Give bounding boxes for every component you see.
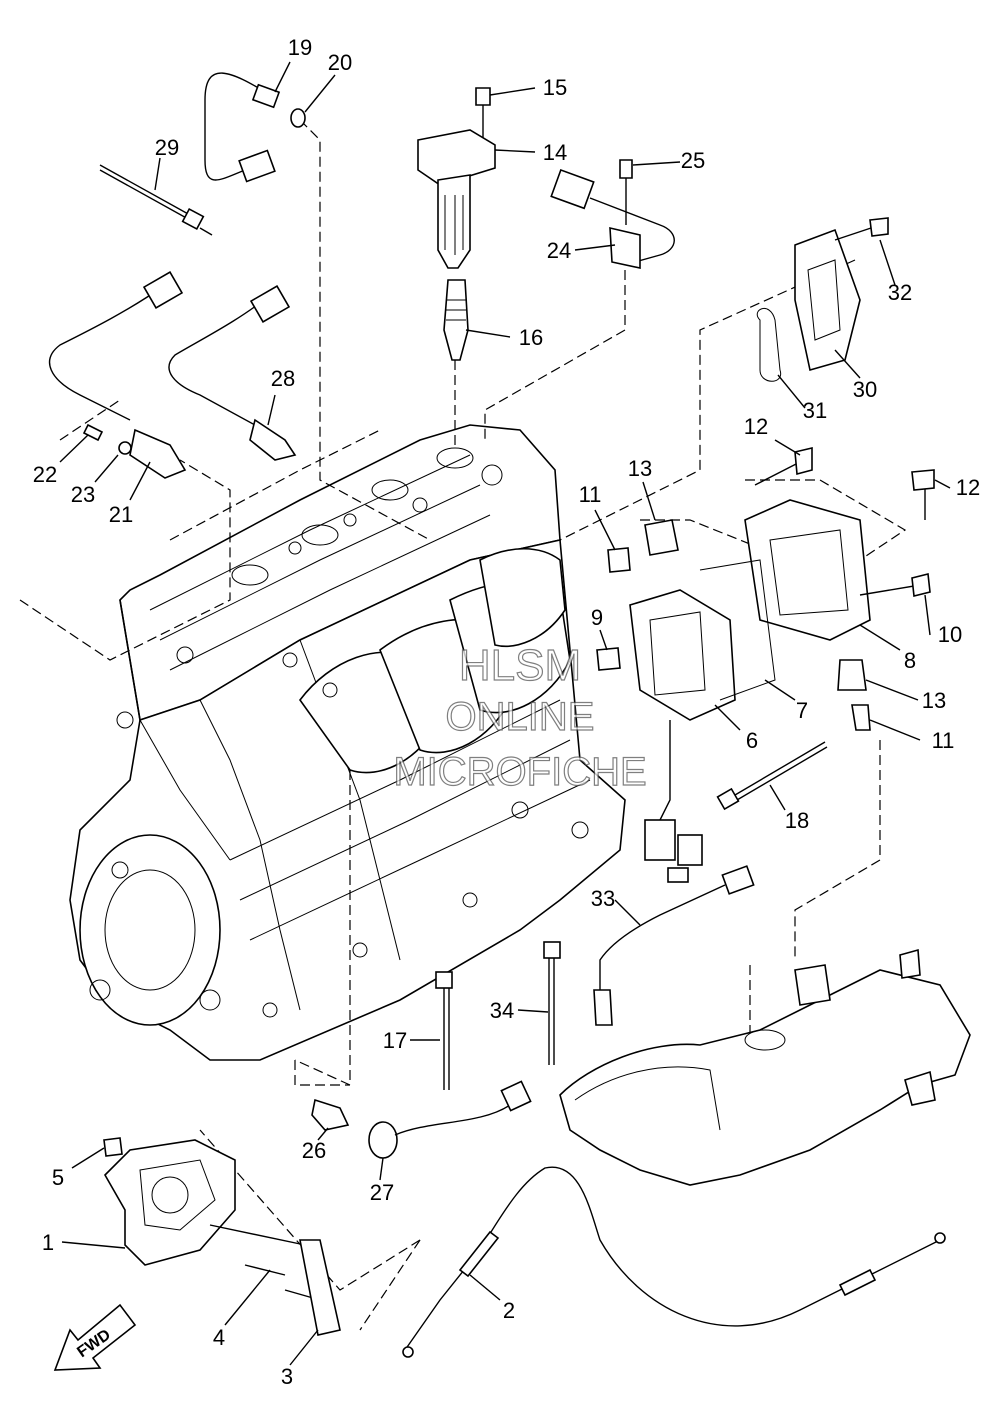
callout-5: 5 [52,1165,64,1190]
parts-24-25-sensor [550,159,675,269]
part-25-bolt [619,159,633,179]
part-10-bolt [911,573,931,597]
callout-13a: 13 [628,456,652,481]
callout-25: 25 [681,148,705,173]
callout-21: 21 [109,502,133,527]
callout-22: 22 [33,462,57,487]
fwd-direction-arrow: FWD [53,1303,137,1371]
callout-9: 9 [591,605,603,630]
watermark-line1: HLSM [459,641,581,690]
callout-8: 8 [904,648,916,673]
part-3-bracket [299,1239,341,1336]
callout-30: 30 [853,377,877,402]
callout-33: 33 [591,886,615,911]
callout-14: 14 [543,140,567,165]
watermark-line3: MICROFICHE [393,750,646,794]
part-20-washer [290,108,306,128]
callout-31: 31 [803,398,827,423]
callout-labels: 1 2 3 4 5 6 7 8 9 10 11 11 12 12 13 13 1… [33,35,980,1389]
part-31-gasket [756,308,782,382]
callout-27: 27 [370,1180,394,1205]
part-26-sensor [311,1098,350,1131]
callout-1: 1 [42,1230,54,1255]
callout-32: 32 [888,280,912,305]
callout-4: 4 [213,1325,225,1350]
engine-block [69,424,626,1061]
callout-20: 20 [328,50,352,75]
callout-6: 6 [746,728,758,753]
watermark-line2: ONLINE [446,695,595,739]
callout-18: 18 [785,808,809,833]
callout-13b: 13 [922,688,946,713]
callout-16: 16 [519,325,543,350]
parts-14-16-ignition [417,87,496,361]
callout-2: 2 [503,1298,515,1323]
part-34-cable-tie [543,941,561,1065]
callout-leaders [59,61,951,1366]
callout-29: 29 [155,135,179,160]
part-28-sensor [249,418,297,461]
dashed-leader-lines [19,119,907,1331]
callout-12b: 12 [956,475,980,500]
part-27-knock-sensor [368,1080,532,1159]
part-17-cable-tie [435,971,453,1090]
callout-15: 15 [543,75,567,100]
callout-11b: 11 [932,728,955,753]
part-15-bolt [475,87,491,106]
callout-24: 24 [547,238,571,263]
parts-30-32-rectifier [756,217,889,382]
callout-7: 7 [796,698,808,723]
part-19-sensor [204,72,306,183]
part-2-throttle-cable [402,1166,946,1358]
callout-19: 19 [288,35,312,60]
part-33-sensor [593,865,755,1026]
part-23-washer [118,441,132,455]
parts-1-5-throttle [103,1137,341,1336]
part-13a-grommet [644,519,679,556]
part-22-bolt [82,423,104,442]
part-32-bolt [869,217,889,237]
parts-6-9-control-unit [596,559,776,883]
part-29-cable-tie [99,164,213,236]
callout-11a: 11 [579,482,602,507]
part-9-bolt [596,647,621,671]
part-11b-collar [851,704,871,731]
callout-10: 10 [938,622,962,647]
callout-17: 17 [383,1028,407,1053]
callout-28: 28 [271,366,295,391]
part-18-cable-tie [716,741,828,811]
callout-12a: 12 [744,414,768,439]
watermark: HLSM ONLINE MICROFICHE [393,640,648,794]
exhaust-manifold [559,948,971,1186]
part-11a-collar [607,547,631,573]
callout-26: 26 [302,1138,326,1163]
parts-8-13-bracket [607,446,935,731]
part-13b-grommet [837,659,867,691]
callout-34: 34 [490,998,514,1023]
parts-21-23-sensors [48,271,297,479]
callout-3: 3 [281,1364,293,1389]
callout-23: 23 [71,482,95,507]
part-5-bolt [103,1137,123,1157]
